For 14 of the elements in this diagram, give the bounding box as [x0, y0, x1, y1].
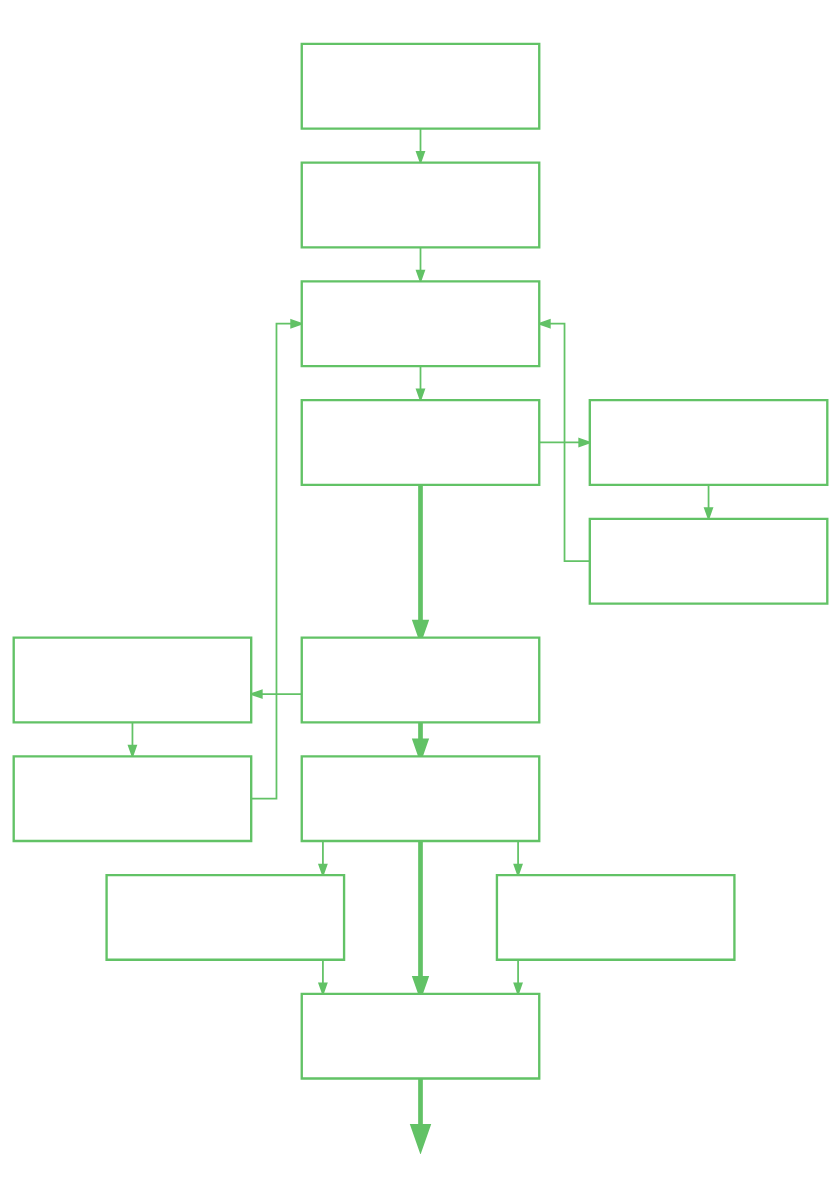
node-box [300, 398, 540, 486]
node-box [300, 992, 540, 1080]
node-box [12, 754, 252, 842]
node-box [12, 635, 252, 723]
node-box [300, 635, 540, 723]
node-box [300, 42, 540, 130]
node-box [300, 161, 540, 248]
node-box [300, 754, 540, 842]
node-box [495, 873, 736, 961]
arrow [409, 1078, 431, 1154]
node-box [300, 279, 540, 367]
node-box [588, 517, 828, 605]
node-box [104, 873, 345, 961]
node-box [588, 398, 828, 486]
